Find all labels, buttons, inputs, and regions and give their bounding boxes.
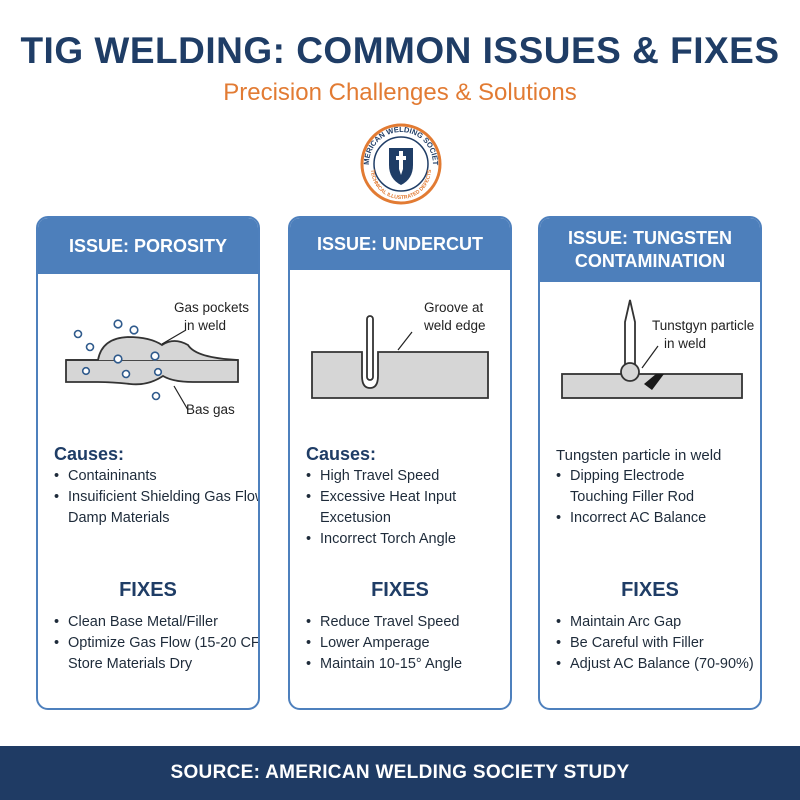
fixes-heading: FIXES <box>621 579 679 601</box>
list-item-text: Optimize Gas Flow (15-20 CFH) <box>68 635 260 651</box>
list-item: Damp Materials <box>54 508 258 529</box>
causes-heading: Causes: <box>54 444 125 464</box>
list-item-text: Adjust AC Balance (70-90%) <box>570 656 754 672</box>
list-item: • Insuificient Shielding Gas Flow <box>54 487 260 508</box>
list-item-text: Containinants <box>68 468 157 484</box>
list-item-text: Incorrect Torch Angle <box>320 531 456 547</box>
diagram-label: in weld <box>664 336 706 351</box>
panel-heading-line: ISSUE: TUNGSTEN <box>567 228 732 248</box>
list-item: Store Materials Dry <box>54 654 258 675</box>
bullet-icon: • <box>306 656 312 672</box>
list-item-text: Touching Filler Rod <box>570 489 695 505</box>
fixes-list: • Maintain Arc Gap • Be Careful with Filler… <box>556 612 760 675</box>
panel-tungsten-contamination: ISSUE: TUNGSTEN CONTAMINATION Tunstgyn p… <box>538 216 762 710</box>
list-item-text: Maintain Arc Gap <box>570 614 682 630</box>
list-item-text: Clean Base Metal/Filler <box>68 614 218 630</box>
list-item: • Optimize Gas Flow (15-20 CFH) <box>54 633 260 654</box>
bullet-icon: • <box>556 635 562 651</box>
bullet-icon: • <box>306 635 312 651</box>
list-item-text: Lower Amperage <box>320 635 430 651</box>
causes-lead-text: Tungsten particle in weld <box>556 447 722 464</box>
panel-heading-line: CONTAMINATION <box>574 251 726 271</box>
list-item: • High Travel Speed <box>306 466 510 487</box>
list-item-text: Maintain 10-15° Angle <box>320 656 463 672</box>
porosity-diagram: Gas pockets in weld Bas gas <box>65 300 249 417</box>
fixes-heading: FIXES <box>371 579 429 601</box>
list-item-text: Excessive Heat Input <box>320 489 457 505</box>
list-item-text: Store Materials Dry <box>68 656 193 672</box>
page-title: TIG WELDING: COMMON ISSUES & FIXES <box>20 30 780 71</box>
diagram-label: Bas gas <box>186 402 235 417</box>
list-item-text: Be Careful with Filler <box>570 635 704 651</box>
list-item: • Lower Amperage <box>306 633 510 654</box>
bullet-icon: • <box>54 468 60 484</box>
list-item: • Be Careful with Filler <box>556 633 760 654</box>
panel-heading: ISSUE: UNDERCUT <box>290 218 510 270</box>
diagram-label: Groove at <box>424 300 484 315</box>
fixes-list: • Clean Base Metal/Filler • Optimize Gas Fl… <box>54 612 260 675</box>
bullet-icon: • <box>306 531 312 547</box>
panel-undercut: ISSUE: UNDERCUT Groove at weld edge Caus… <box>288 216 512 710</box>
diagram-label: weld edge <box>423 318 486 333</box>
diagram-label: in weld <box>184 318 226 333</box>
diagram-label: Tunstgyn particle <box>652 318 754 333</box>
bullet-icon: • <box>306 614 312 630</box>
list-item: • Adjust AC Balance (70-90%) <box>556 654 760 675</box>
list-item-text: Dipping Electrode <box>570 468 685 484</box>
causes-heading: Causes: <box>306 444 377 464</box>
causes-list: • Containinants • Insuificient Shielding Ga… <box>54 466 260 529</box>
list-item-text: Excetusion <box>320 510 391 526</box>
list-item-text: Incorrect AC Balance <box>570 510 707 526</box>
list-item: • Dipping Electrode <box>556 466 760 487</box>
source-footer: SOURCE: AMERICAN WELDING SOCIETY STUDY <box>0 746 800 800</box>
list-item: • Maintain Arc Gap <box>556 612 760 633</box>
bullet-icon: • <box>556 614 562 630</box>
bullet-icon: • <box>556 510 562 526</box>
panel-heading: ISSUE: POROSITY <box>38 218 258 274</box>
page-subtitle: Precision Challenges & Solutions <box>223 79 577 106</box>
list-item-text: Damp Materials <box>68 510 170 526</box>
list-item-text: Reduce Travel Speed <box>320 614 460 630</box>
bullet-icon: • <box>54 635 60 651</box>
list-item: • Reduce Travel Speed <box>306 612 510 633</box>
list-item: • Incorrect AC Balance <box>556 508 760 529</box>
bullet-icon: • <box>306 489 312 505</box>
list-item: • Incorrect Torch Angle <box>306 529 510 550</box>
diagram-label: Gas pockets <box>174 300 249 315</box>
bullet-icon: • <box>306 468 312 484</box>
list-item: Excetusion <box>306 508 510 529</box>
list-item: • Containinants <box>54 466 258 487</box>
bullet-icon: • <box>556 656 562 672</box>
fixes-heading: FIXES <box>119 579 177 601</box>
list-item: • Maintain 10-15° Angle <box>306 654 510 675</box>
bullet-icon: • <box>54 614 60 630</box>
list-item: • Clean Base Metal/Filler <box>54 612 258 633</box>
fixes-list: • Reduce Travel Speed • Lower Amperage • Main… <box>306 612 510 675</box>
bullet-icon: • <box>54 489 60 505</box>
list-item: Touching Filler Rod <box>556 487 760 508</box>
bullet-icon: • <box>556 468 562 484</box>
list-item: • Excessive Heat Input <box>306 487 510 508</box>
tungsten-diagram: Tunstgyn particle in weld <box>561 299 754 399</box>
panel-porosity: ISSUE: POROSITY Gas pockets in weld Bas … <box>36 216 260 710</box>
list-item-text: Insuificient Shielding Gas Flow <box>68 489 260 505</box>
society-seal-icon: AMERICAN WELDING SOCIETY TECHNICAL ILLUS… <box>353 123 442 205</box>
list-item-text: High Travel Speed <box>320 468 440 484</box>
panel-heading: ISSUE: TUNGSTEN CONTAMINATION <box>540 218 760 282</box>
undercut-diagram: Groove at weld edge <box>311 300 489 399</box>
